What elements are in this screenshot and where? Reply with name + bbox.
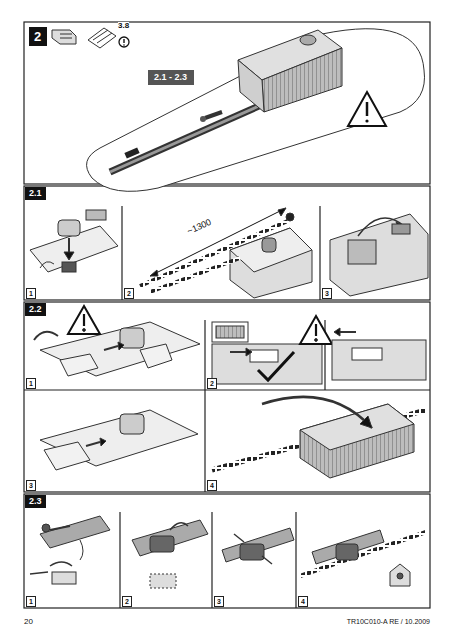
heading-text: 3 xyxy=(217,598,221,605)
heading-text: 2.1 xyxy=(29,189,42,198)
heading-text: 2.1 - 2.3 xyxy=(154,73,188,82)
heading-text: 2 xyxy=(127,290,131,297)
step-number: 4 xyxy=(298,596,308,607)
heading-text: 2.3 xyxy=(29,497,42,506)
heading-text: 2 xyxy=(125,598,129,605)
dimension: ~1300 xyxy=(186,218,213,237)
panel-2-2-figures xyxy=(34,306,426,478)
section-heading: 2 xyxy=(29,27,47,46)
heading-text: 4 xyxy=(210,482,214,489)
overview-figure xyxy=(87,29,425,192)
step-number: 2 xyxy=(124,288,134,299)
heading-text: 2 xyxy=(210,380,214,387)
step-number: 4 xyxy=(207,480,217,491)
header-icons xyxy=(52,28,129,48)
panel-frames xyxy=(24,22,430,608)
step-number: 3 xyxy=(26,480,36,491)
heading-text: 1 xyxy=(29,290,33,297)
heading-text: 1 xyxy=(29,380,33,387)
heading-text: 1 xyxy=(29,598,33,605)
step-number: 1 xyxy=(26,378,36,389)
document-code: TR10C010-A RE / 10.2009 xyxy=(347,618,430,625)
heading-text: 4 xyxy=(301,598,305,605)
heading-text: 3 xyxy=(325,290,329,297)
tape-size: 3.8 xyxy=(118,22,129,30)
step-number: 1 xyxy=(26,288,36,299)
step-number: 2 xyxy=(122,596,132,607)
page-number: 20 xyxy=(24,618,33,626)
heading-text: 2.2 xyxy=(29,305,42,314)
step-number: 1 xyxy=(26,596,36,607)
heading-text: 2 xyxy=(34,30,42,43)
section-heading: 2.1 xyxy=(25,187,46,200)
step-number: 3 xyxy=(322,288,332,299)
section-heading: 2.2 xyxy=(25,303,46,316)
panel-2-1-figures xyxy=(30,208,428,298)
panel-2-3-figures xyxy=(30,516,426,588)
heading-text: 3 xyxy=(29,482,33,489)
step-number: 2 xyxy=(207,378,217,389)
section-heading: 2.1 - 2.3 xyxy=(148,70,194,85)
section-heading: 2.3 xyxy=(25,495,46,508)
step-number: 3 xyxy=(214,596,224,607)
